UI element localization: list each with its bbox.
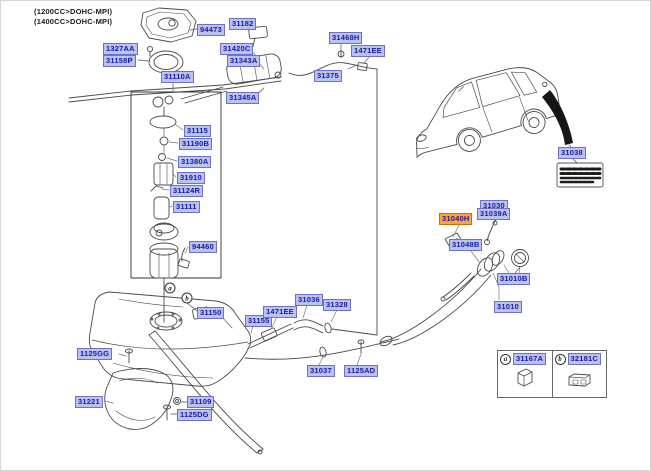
part-label-32181C[interactable]: 32181C	[567, 353, 601, 366]
part-label-31328[interactable]: 31328	[323, 299, 351, 312]
part-label-94473[interactable]: 94473	[197, 24, 225, 37]
part-label-31150[interactable]: 31150	[197, 307, 225, 320]
legend-cell-b: b 32181C	[553, 351, 607, 397]
legend-table: a 31167A b 32181C	[497, 350, 607, 398]
part-label-31036[interactable]: 31036	[295, 294, 323, 307]
part-label-31375[interactable]: 31375	[314, 70, 342, 83]
part-label-31345A[interactable]: 31345A	[226, 92, 260, 105]
engine-note-1200cc: (1200CC>DOHC-MPI)	[34, 7, 113, 16]
part-label-31343A[interactable]: 31343A	[227, 55, 261, 68]
part-label-31039A[interactable]: 31039A	[477, 208, 511, 221]
part-label-31380A[interactable]: 31380A	[178, 156, 212, 169]
part-label-31124R[interactable]: 31124R	[170, 185, 204, 198]
caution-label-sticker	[556, 162, 604, 188]
part-label-1327AA[interactable]: 1327AA	[103, 43, 138, 56]
part-label-31115[interactable]: 31115	[184, 125, 212, 138]
part-label-31109[interactable]: 31109	[187, 396, 215, 409]
diagram-callout-a: a	[164, 282, 176, 294]
part-label-31010B[interactable]: 31010B	[497, 273, 531, 286]
legend-clip-icons	[517, 368, 591, 387]
diagram-callout-b: b	[181, 292, 193, 304]
part-label-31111[interactable]: 31111	[173, 201, 200, 214]
part-label-31110A[interactable]: 31110A	[161, 71, 194, 84]
part-label-31040H[interactable]: 31040H	[439, 213, 473, 226]
part-label-31038[interactable]: 31038	[558, 147, 586, 160]
part-label-31420C[interactable]: 31420C	[220, 43, 254, 56]
part-label-31158P[interactable]: 31158P	[103, 55, 136, 68]
legend-callout-b: b	[554, 353, 566, 365]
part-label-31468H[interactable]: 31468H	[329, 32, 363, 45]
tank-band-and-protector-drawing	[104, 330, 264, 455]
part-label-31048B[interactable]: 31048B	[449, 239, 483, 252]
fuel-tank-drawing	[88, 291, 252, 387]
part-label-1471EE[interactable]: 1471EE	[263, 306, 297, 319]
part-label-31167A[interactable]: 31167A	[513, 353, 547, 366]
part-label-31182[interactable]: 31182	[229, 18, 257, 31]
part-label-31037[interactable]: 31037	[307, 365, 335, 378]
legend-callout-a: a	[500, 353, 511, 365]
vapor-hose-drawing	[288, 42, 378, 335]
part-label-1125DG[interactable]: 1125DG	[177, 409, 212, 422]
part-label-31910[interactable]: 31910	[177, 172, 205, 185]
part-label-31010[interactable]: 31010	[494, 301, 522, 314]
part-label-31190B[interactable]: 31190B	[179, 138, 213, 151]
lock-ring-drawing	[137, 45, 184, 74]
part-label-1471EE[interactable]: 1471EE	[351, 45, 385, 58]
part-label-94460[interactable]: 94460	[189, 241, 217, 254]
fuel-pump-cover-drawing	[140, 7, 198, 43]
fuel-door-pointer-swoosh	[542, 90, 573, 145]
part-label-1125AD[interactable]: 1125AD	[344, 365, 379, 378]
engine-note-1400cc: (1400CC>DOHC-MPI)	[34, 17, 113, 26]
car-drawing	[415, 67, 578, 164]
legend-cell-a: a 31167A	[498, 351, 553, 397]
part-label-1125GG[interactable]: 1125GG	[77, 348, 113, 361]
part-label-31221[interactable]: 31221	[75, 396, 103, 409]
fuel-lines-drawing	[244, 304, 400, 366]
fuel-pump-assembly-drawing	[130, 81, 222, 323]
